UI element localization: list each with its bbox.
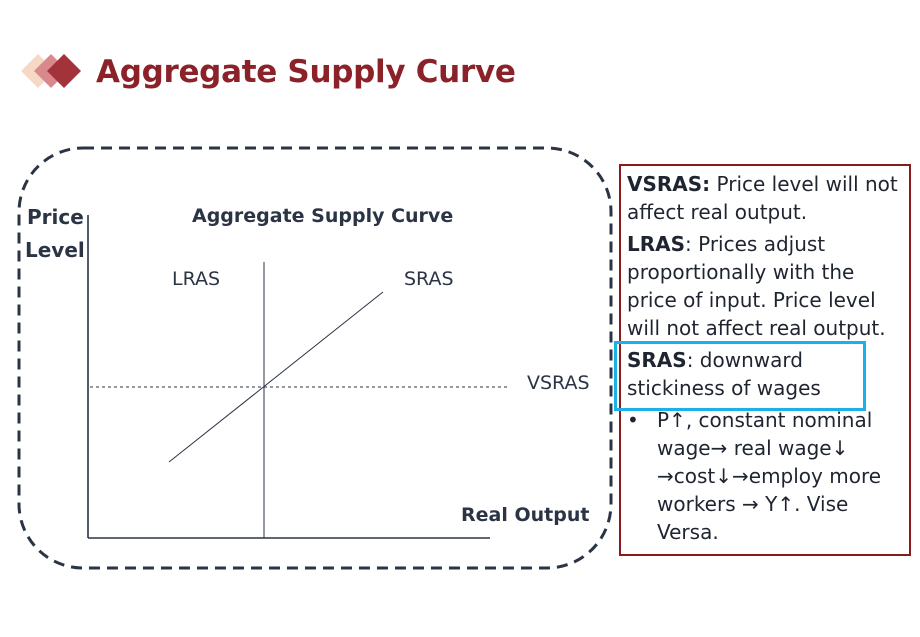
- info-panel-text: VSRAS: Price level will not affect real …: [627, 170, 907, 546]
- slide-title: Aggregate Supply Curve: [96, 54, 516, 90]
- dashed-frame: [17, 146, 613, 570]
- sras-description: : downward stickiness of wages: [627, 348, 821, 400]
- x-axis-label: Real Output: [461, 504, 590, 526]
- bullet-dot: •: [627, 408, 639, 432]
- y-axis-label-line1: Price: [27, 205, 84, 229]
- slide-title-area: Aggregate Supply Curve: [20, 48, 540, 98]
- vsras-definition: VSRAS: Price level will not affect real …: [627, 170, 907, 226]
- vsras-description: Price level will not affect real output.: [627, 172, 898, 224]
- lras-description: : Prices adjust proportionally with the …: [627, 232, 886, 340]
- sras-definition: SRAS: downward stickiness of wages: [627, 346, 907, 402]
- lras-definition: LRAS: Prices adjust proportionally with …: [627, 230, 907, 342]
- vsras-term: VSRAS:: [627, 172, 711, 196]
- sras-explanation-bullet: • P↑, constant nominal wage→ real wage↓ …: [627, 406, 907, 546]
- diagram-heading: Aggregate Supply Curve: [192, 205, 454, 227]
- bullet-text: P↑, constant nominal wage→ real wage↓ →c…: [657, 408, 882, 544]
- lras-label: LRAS: [172, 268, 221, 290]
- sras-label: SRAS: [404, 268, 454, 290]
- sras-line: [168, 291, 384, 463]
- y-axis-label-line2: Level: [25, 238, 85, 262]
- sras-highlight-box: [614, 341, 866, 411]
- sras-term: SRAS: [627, 348, 687, 372]
- vsras-label: VSRAS: [527, 372, 590, 394]
- info-panel: [619, 164, 911, 556]
- stacked-diamonds-icon: [21, 54, 81, 88]
- lras-term: LRAS: [627, 232, 686, 256]
